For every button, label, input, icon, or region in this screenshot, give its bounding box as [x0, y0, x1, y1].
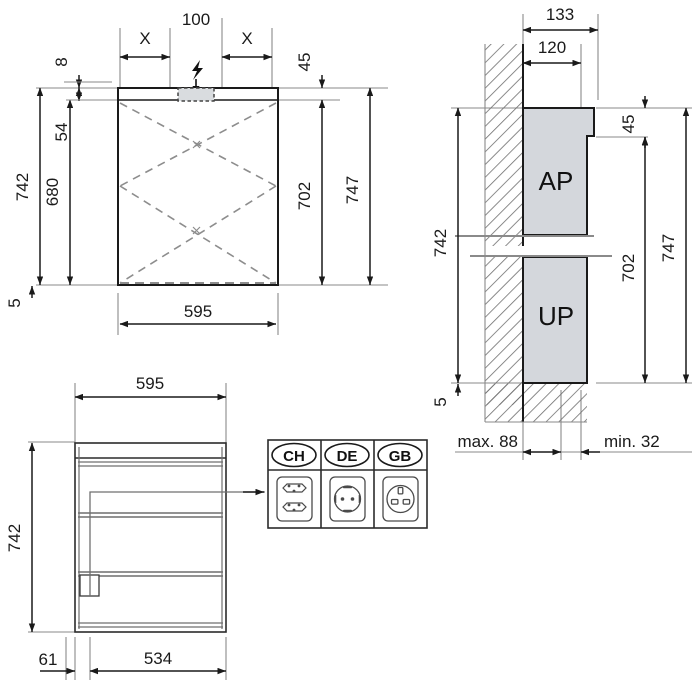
front-elevation-view: X X 100: [5, 10, 388, 335]
socket-header-ch: CH: [271, 442, 317, 468]
dim-x-left: X: [139, 29, 150, 48]
junction-box-symbol: [177, 87, 215, 102]
ap-block: AP: [522, 107, 595, 236]
dim-747-section: 747: [659, 107, 690, 383]
dim-top-width-chain: X X 100: [119, 10, 272, 61]
dim-right-vertical-chain: 45 702 747: [295, 53, 374, 285]
dim-595-front: 595: [119, 302, 276, 328]
dim-747-front: 747: [343, 176, 362, 204]
dim-702-section-label: 702: [619, 254, 638, 282]
dim-742-side-label: 742: [5, 524, 24, 552]
cross-tick-marks: [192, 140, 201, 235]
socket-leader-line: [89, 491, 265, 596]
dim-133: 133: [522, 5, 598, 34]
dim-8: 8: [52, 57, 71, 66]
dim-clearance-row: max. 88 min. 32: [458, 432, 660, 456]
wall-hatch: [484, 44, 587, 423]
socket-header-de: DE: [324, 442, 370, 468]
dim-min32-label: min. 32: [604, 432, 660, 451]
dim-742-side: 742: [5, 442, 36, 632]
dim-702-front: 702: [295, 182, 314, 210]
dim-702-section: 702: [619, 136, 649, 383]
dim-45-front: 45: [295, 53, 314, 72]
dim-5-front: 5: [5, 298, 24, 307]
dim-534-label: 534: [144, 649, 172, 668]
cabinet-side-body: [74, 442, 265, 633]
socket-type-table: CH DE GB: [267, 439, 428, 529]
dim-5-section-label: 5: [431, 397, 450, 406]
socket-code-de: DE: [337, 448, 358, 465]
ap-label: AP: [539, 166, 574, 196]
dim-61-label: 61: [39, 650, 58, 669]
dim-747-section-label: 747: [659, 234, 678, 262]
socket-header-gb: GB: [377, 442, 423, 468]
dim-5-section: 5: [431, 384, 462, 407]
socket-code-gb: GB: [389, 448, 412, 465]
side-elevation-view: 595 742: [5, 374, 265, 680]
dim-680: 680: [43, 178, 62, 206]
socket-code-ch: CH: [283, 448, 305, 465]
cabinet-front-body: [117, 87, 279, 286]
dim-133-label: 133: [546, 5, 574, 24]
dim-depth-chain: 61 534: [39, 649, 226, 675]
dim-100: 100: [182, 10, 210, 29]
gb-socket-icon: [382, 476, 419, 522]
de-socket-icon: [329, 476, 366, 522]
side-extension-lines: [28, 383, 227, 680]
dim-54: 54: [52, 123, 71, 142]
dim-742-section-label: 742: [431, 229, 450, 257]
up-block: UP: [522, 256, 588, 384]
shelf-gap-lines: [455, 235, 612, 257]
wall-section-view: 133 120 AP UP: [431, 5, 692, 460]
dim-max88-label: max. 88: [458, 432, 518, 451]
dim-595-side: 595: [74, 374, 226, 401]
dim-left-vertical-chain: 742 680 54 8 5: [5, 57, 112, 308]
dim-x-right: X: [241, 29, 252, 48]
dim-742-section: 742: [431, 107, 462, 383]
up-label: UP: [538, 301, 574, 331]
mirror-door-swing-lines: [119, 102, 277, 284]
dim-742-front: 742: [13, 173, 32, 201]
ch-socket-icon: [276, 476, 313, 522]
dim-595-front-label: 595: [184, 302, 212, 321]
dim-120: 120: [522, 38, 581, 67]
dim-120-label: 120: [538, 38, 566, 57]
dim-45-section-label: 45: [619, 115, 638, 134]
dim-595-side-label: 595: [136, 374, 164, 393]
